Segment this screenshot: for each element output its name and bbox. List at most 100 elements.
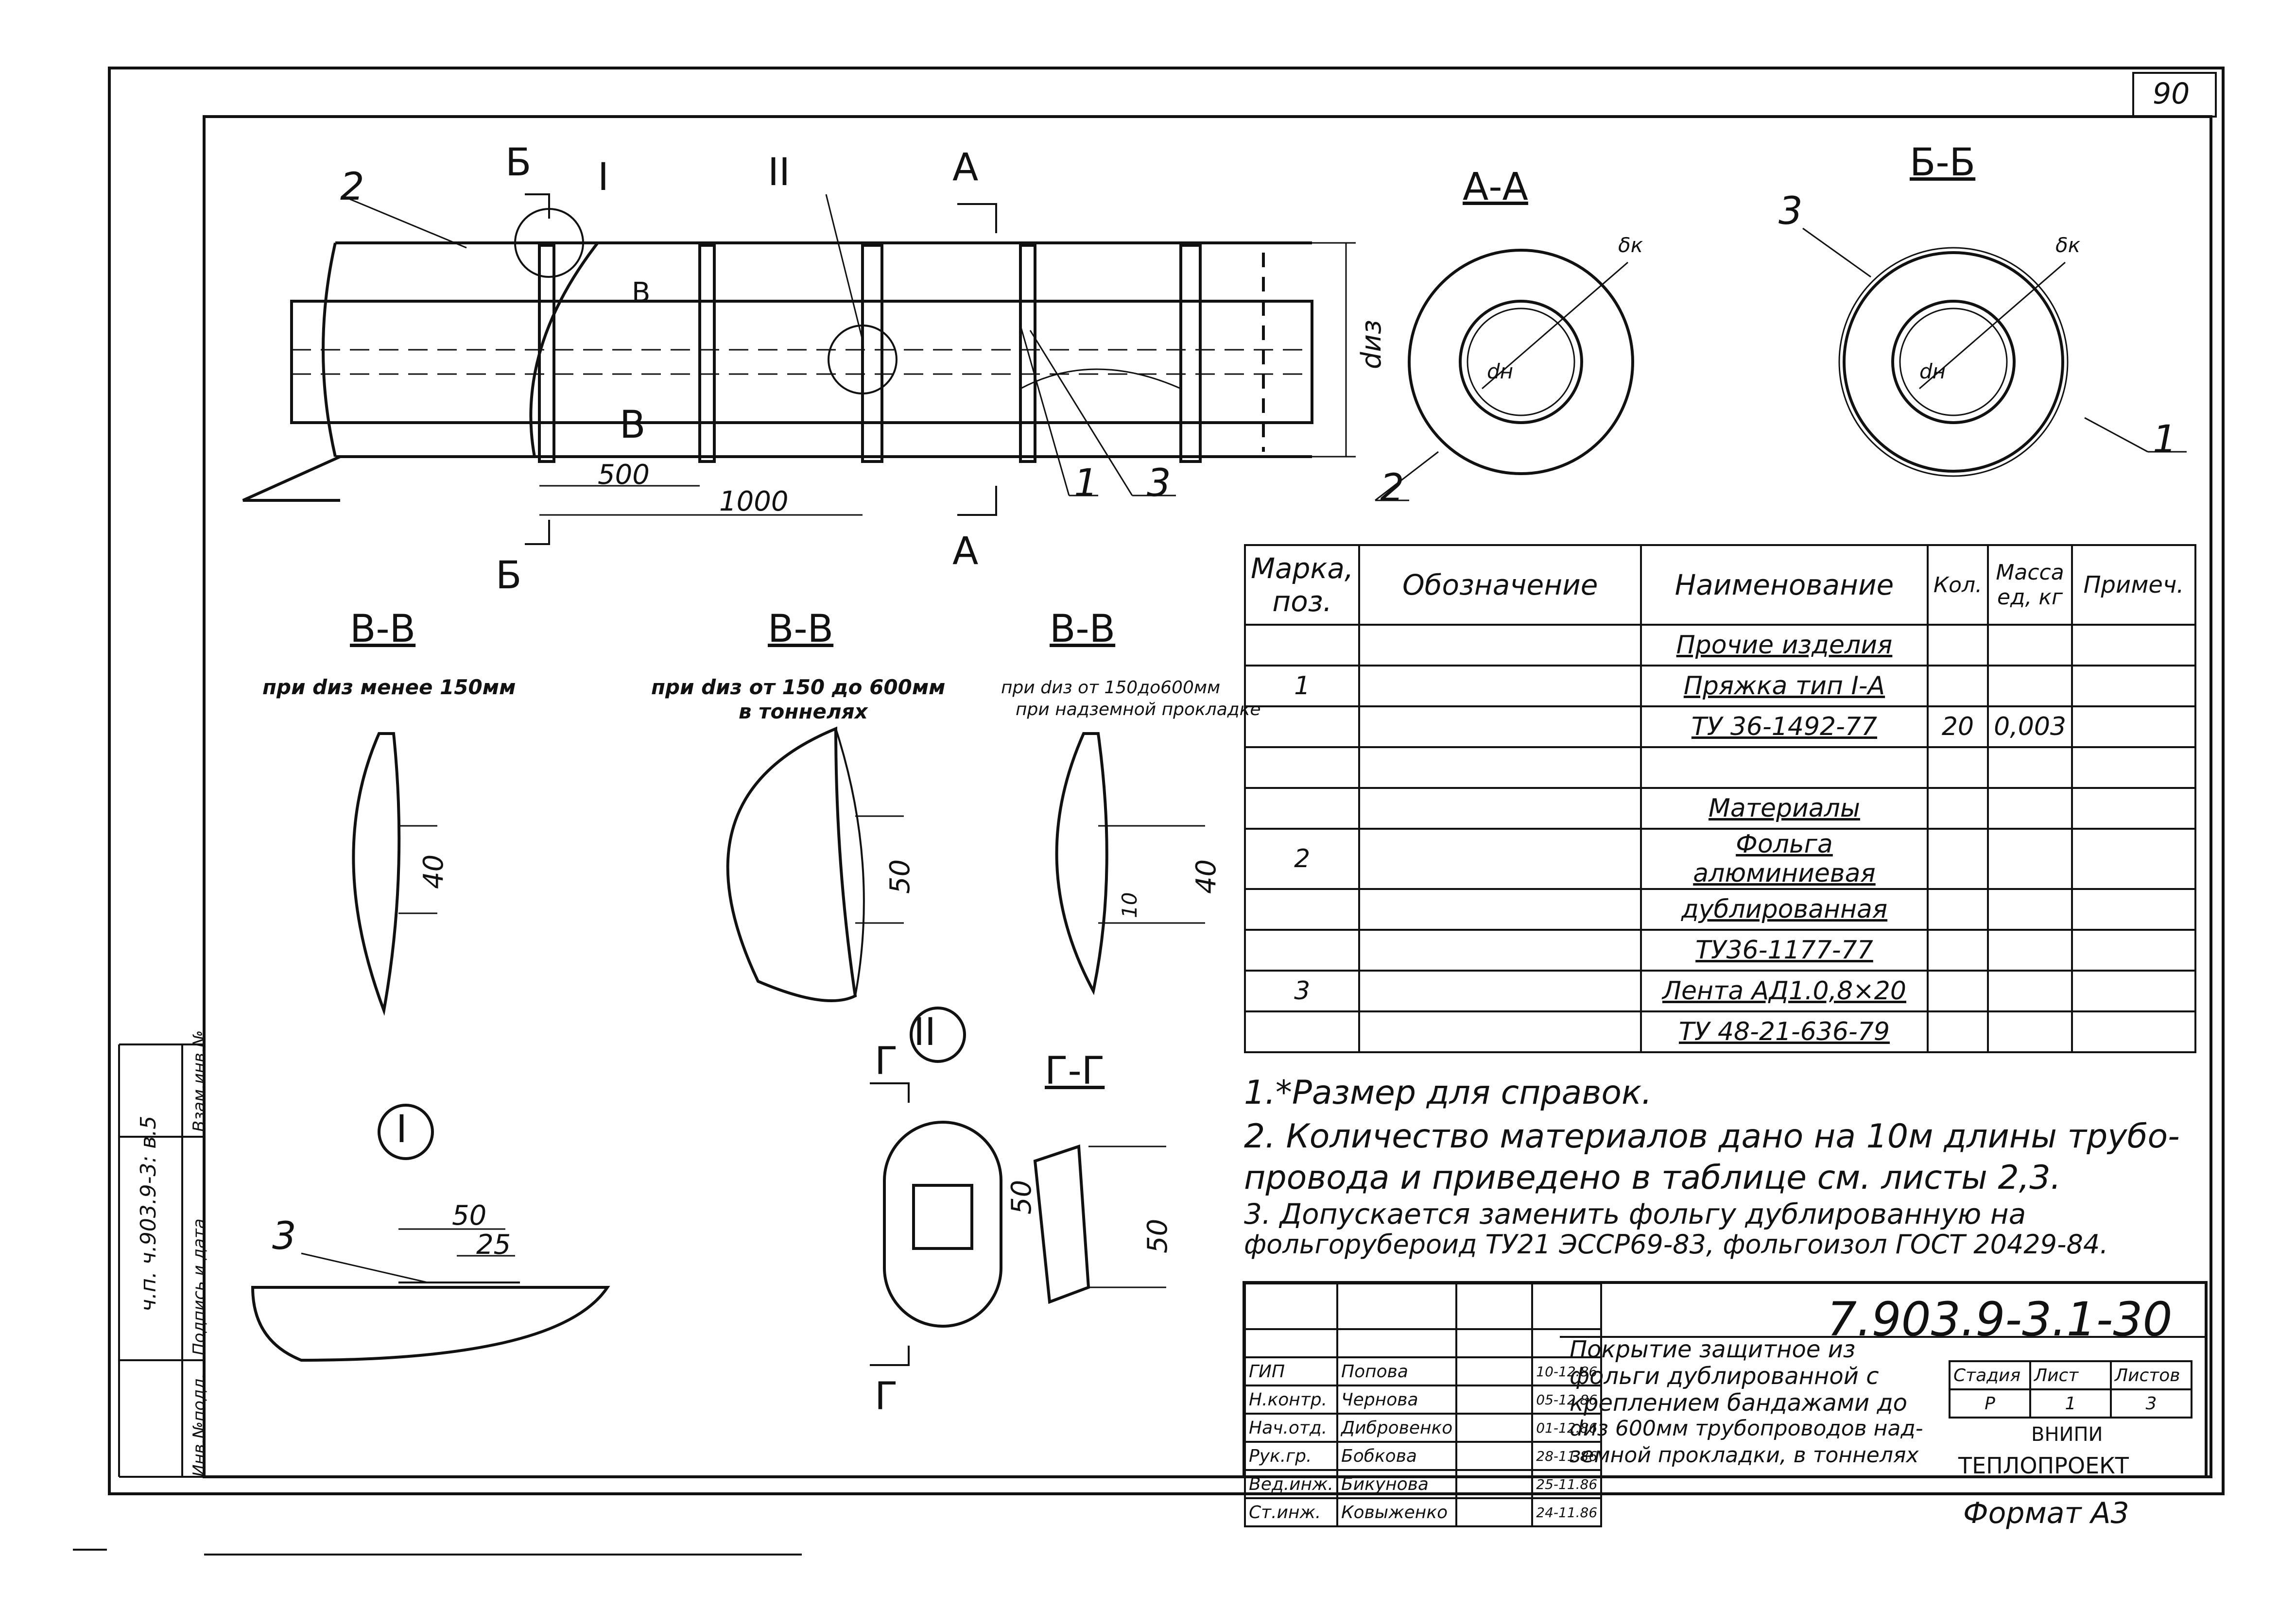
cell [1926, 929, 1989, 972]
spec-header-row: Марка, поз. Обозначение Наименование Кол… [1243, 544, 2196, 626]
table-row: ТУ 48-21-636-79 [1243, 1010, 2196, 1053]
role: Нач.отд. [1244, 1413, 1338, 1443]
detail-ii-section-title: Г-Г [1045, 1049, 1105, 1093]
detail-ii-section-mark-top: Г [875, 1040, 898, 1083]
spec-header-designation: Обозначение [1358, 544, 1642, 626]
left-stamp-label-inv: Инв.№подл. [190, 1373, 209, 1477]
section-vv-3-title: В-В [1050, 607, 1116, 651]
detail-ii-mark: II [914, 1010, 936, 1054]
cell [1243, 888, 1361, 931]
mark-v-bottom: В [620, 403, 646, 447]
section-vv-3-caption-2: при надземной прокладке [1016, 700, 1261, 719]
detail-ii-dim-50a: 50 [1006, 1180, 1037, 1214]
cell: 20 [1926, 705, 1989, 748]
sheet-number: 90 [2153, 77, 2190, 111]
dim-diz: dиз [1356, 320, 1387, 369]
cell [1987, 624, 2073, 667]
cell [1987, 665, 2073, 707]
cell: Пряжка тип I-А [1640, 665, 1929, 707]
left-stamp-side-text: ч.п. ч.903.9-3: в.5 [136, 1115, 161, 1312]
date: 24-11.86 [1531, 1497, 1603, 1527]
table-row: Н.контр.Чернова 05-12.86 [1244, 1385, 1603, 1415]
cell [1987, 970, 2073, 1012]
document-code: 7.903.9-3.1-30 [1827, 1292, 2173, 1347]
cell [1987, 888, 2073, 931]
signature [1455, 1497, 1534, 1527]
cell: 1 [1243, 665, 1361, 707]
main-pos-3: 3 [1147, 462, 1171, 505]
cell: ТУ36-1177-77 [1640, 929, 1929, 972]
person: Ковыженко [1336, 1497, 1458, 1527]
role: Н.контр. [1244, 1385, 1338, 1415]
cell [1926, 1010, 1989, 1053]
cell [2071, 746, 2196, 789]
cell: ТУ 48-21-636-79 [1640, 1010, 1929, 1053]
mark-b-bottom: Б [496, 554, 522, 598]
cell [1987, 929, 2073, 972]
spec-header-name: Наименование [1640, 544, 1929, 626]
cell [1987, 787, 2073, 830]
cell [1243, 746, 1361, 789]
cell [1358, 665, 1642, 707]
mark-a-bottom: А [952, 530, 979, 573]
mark-v-top: В [632, 277, 651, 308]
cell [2071, 787, 2196, 830]
cell [1640, 746, 1929, 789]
signature [1455, 1356, 1534, 1386]
cell [1926, 787, 1989, 830]
title-line-1: Покрытие защитное из [1570, 1336, 1856, 1363]
cell [1987, 828, 2073, 890]
cell [1926, 970, 1989, 1012]
role: Вед.инж. [1244, 1469, 1338, 1499]
org-name-2: ТЕПЛОПРОЕКТ [1958, 1453, 2129, 1479]
section-vv-3-dim-10: 10 [1118, 892, 1141, 918]
cell [1243, 1010, 1361, 1053]
spec-header-qty: Кол. [1926, 544, 1989, 626]
cell [2071, 1010, 2196, 1053]
section-aa-title: А-А [1463, 165, 1528, 209]
mark-a-top: А [952, 146, 979, 189]
section-vv-2-dim: 50 [884, 859, 916, 894]
signature [1455, 1441, 1534, 1471]
person: Бобкова [1336, 1441, 1458, 1471]
title-line-5: земной прокладки, в тоннелях [1570, 1443, 1919, 1468]
person: Чернова [1336, 1385, 1458, 1415]
cell: 3 [1243, 970, 1361, 1012]
dim-1000: 1000 [719, 486, 789, 517]
cell: ТУ 36-1492-77 [1640, 705, 1929, 748]
cell [1358, 828, 1642, 890]
cell [1926, 665, 1989, 707]
cell [2071, 929, 2196, 972]
note-3a: 3. Допускается заменить фольгу дублирова… [1244, 1197, 2026, 1231]
cell: Фольга алюминиевая [1640, 828, 1929, 890]
role: ГИП [1244, 1356, 1338, 1386]
spec-header-mass: Масса ед, кг [1987, 544, 2073, 626]
title-block-divider [1560, 1336, 2206, 1338]
main-pos-2: 2 [340, 165, 364, 209]
title-line-4: dиз 600мм трубопроводов над- [1570, 1416, 1923, 1441]
section-vv-2-title: В-В [768, 607, 834, 651]
section-aa-pos-2: 2 [1380, 466, 1404, 510]
table-row: Материалы [1243, 787, 2196, 830]
table-row [1243, 746, 2196, 789]
section-bb-pos-3: 3 [1778, 189, 1803, 233]
cell [2071, 970, 2196, 1012]
dim-500: 500 [598, 459, 650, 491]
cell: Прочие изделия [1640, 624, 1929, 667]
cell: дублированная [1640, 888, 1929, 931]
note-3b: фольгорубероид ТУ21 ЭССР69-83, фольгоизо… [1244, 1229, 2108, 1260]
note-1: 1.*Размер для справок. [1244, 1074, 1652, 1112]
cell [1926, 746, 1989, 789]
section-vv-3-caption-1: при dиз от 150до600мм [1001, 678, 1221, 698]
cell [1987, 1010, 2073, 1053]
section-vv-2-caption-2: в тоннелях [739, 700, 868, 723]
date: 05-12.86 [1531, 1385, 1603, 1415]
mark-detail-ii: II [768, 151, 791, 194]
section-bb-dn: dн [1919, 359, 1946, 383]
